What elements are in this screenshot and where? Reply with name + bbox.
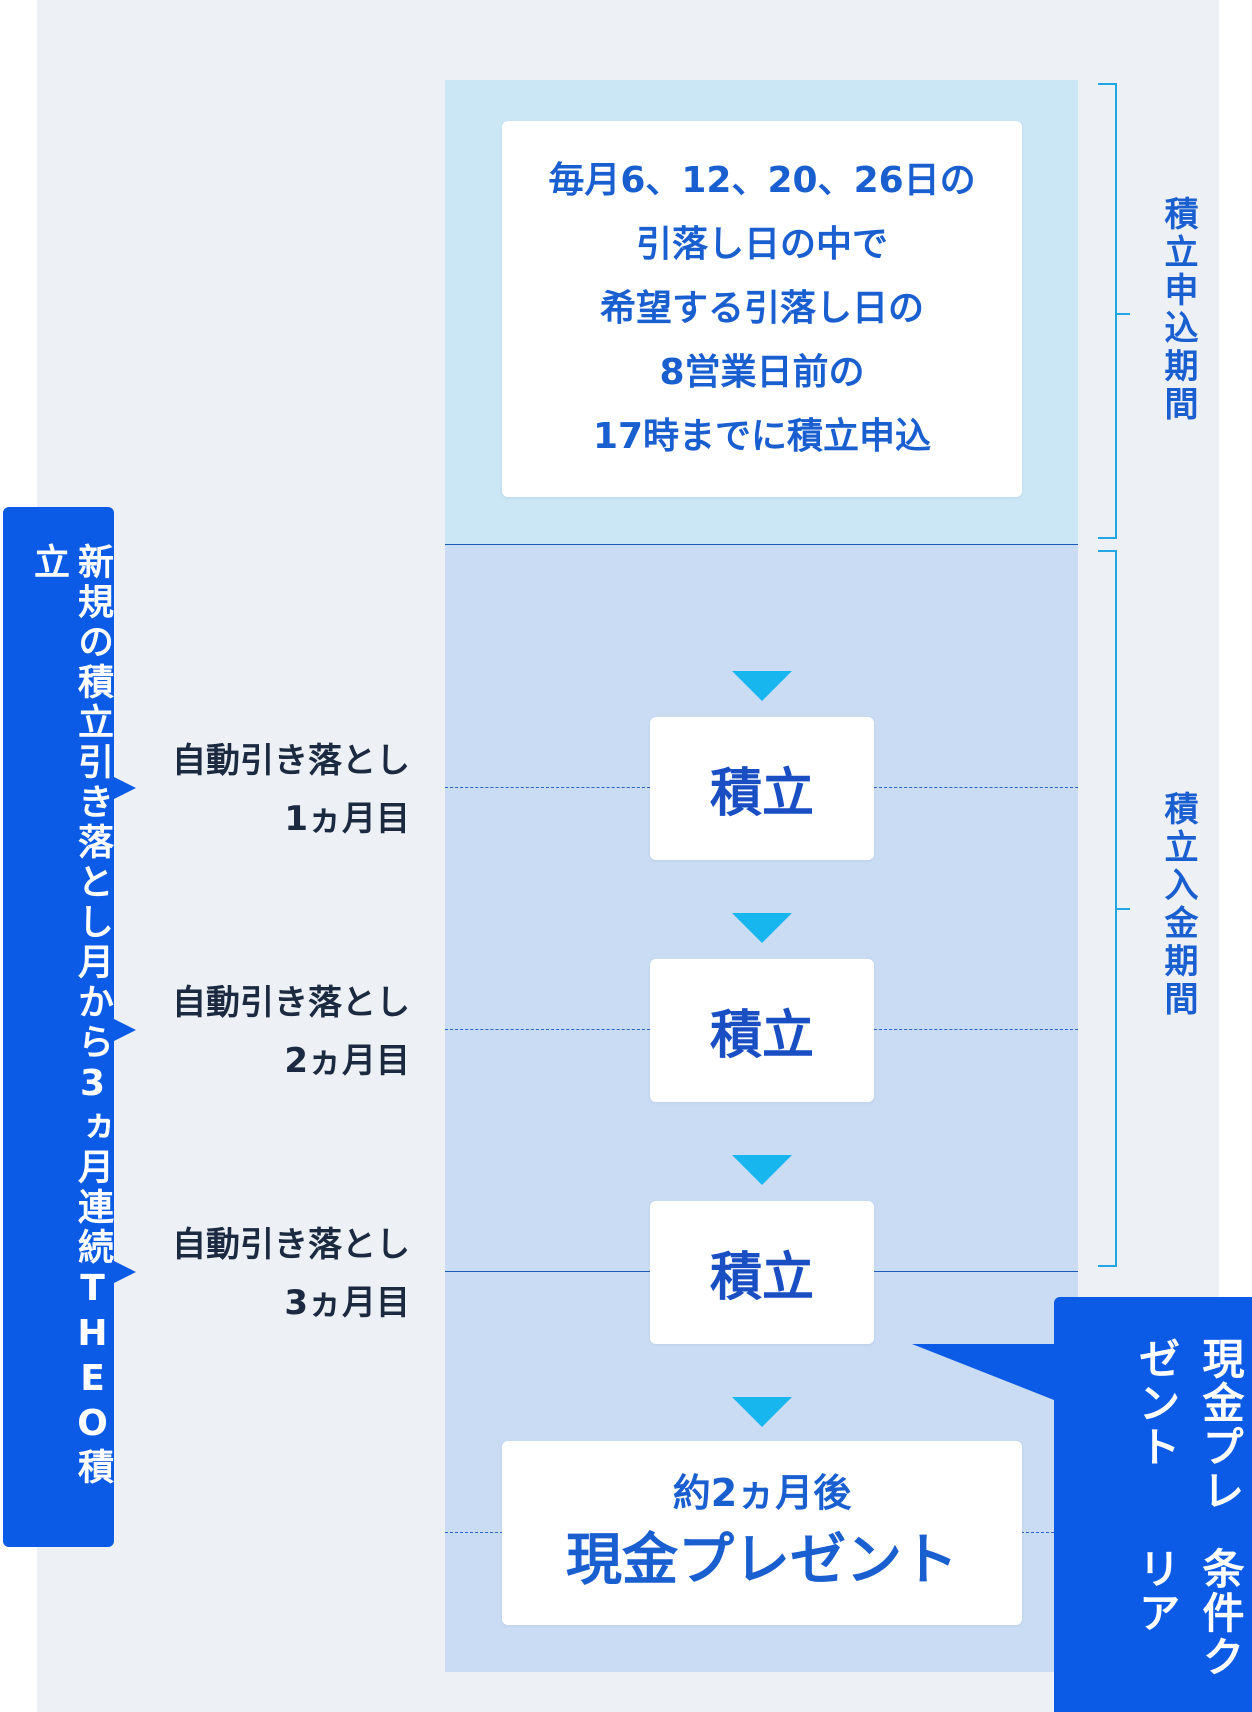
cash-present-card: 約2ヵ月後 現金プレゼント <box>502 1441 1022 1625</box>
month-1-connector-left <box>445 787 650 788</box>
flow-arrow-down-icon <box>732 1155 792 1185</box>
application-period-label: 積立申込期間 <box>1158 196 1198 424</box>
application-info-line: 8営業日前の <box>659 352 865 393</box>
deposit-step-card: 積立 <box>650 717 874 860</box>
month-label-line2: 3ヵ月目 <box>284 1283 410 1323</box>
cash-present-condition-callout: 現金プレゼント 条件クリア <box>1054 1297 1252 1712</box>
month-2-connector-right <box>874 1029 1078 1030</box>
month-2-connector-left <box>445 1029 650 1030</box>
flow-arrow-down-icon <box>732 913 792 943</box>
banner-pointer-icon <box>112 1260 136 1284</box>
month-label-line1: 自動引き落とし <box>172 741 410 781</box>
month-1-connector-right <box>874 787 1078 788</box>
month-label-line1: 自動引き落とし <box>172 983 410 1023</box>
month-label: 自動引き落とし 2ヵ月目 <box>140 974 410 1090</box>
application-info-card: 毎月6、12、20、26日の 引落し日の中で 希望する引落し日の 8営業日前の … <box>502 121 1022 497</box>
month-label: 自動引き落とし 1ヵ月目 <box>140 732 410 848</box>
flow-arrow-down-icon <box>732 671 792 701</box>
deposit-step-card: 積立 <box>650 1201 874 1344</box>
consecutive-deposit-banner: 新規の積立引き落とし月から3ヵ月連続THEO積立 <box>3 507 114 1547</box>
application-info-line: 17時までに積立申込 <box>592 416 932 457</box>
deposit-step-label: 積立 <box>709 1006 814 1066</box>
cash-condition-text: 現金プレゼント 条件クリア <box>1054 1337 1252 1697</box>
cash-condition-line2: 条件クリア <box>1132 1547 1245 1679</box>
month-label: 自動引き落とし 3ヵ月目 <box>140 1216 410 1332</box>
application-info-line: 毎月6、12、20、26日の <box>548 160 976 201</box>
banner-text: 新規の積立引き落とし月から3ヵ月連続THEO積立 <box>28 543 113 1488</box>
deposit-period-label: 積立入金期間 <box>1158 791 1198 1019</box>
cash-condition-line1: 現金プレゼント <box>1132 1337 1245 1513</box>
deposit-step-label: 積立 <box>709 1248 814 1308</box>
application-info-line: 引落し日の中で <box>635 224 888 265</box>
month-label-line2: 2ヵ月目 <box>284 1041 410 1081</box>
application-info-line: 希望する引落し日の <box>599 288 924 329</box>
banner-pointer-icon <box>112 1018 136 1042</box>
present-title: 現金プレゼント <box>566 1528 958 1593</box>
present-timing: 約2ヵ月後 <box>672 1471 852 1515</box>
deposit-step-label: 積立 <box>709 764 814 824</box>
month-label-line1: 自動引き落とし <box>172 1225 410 1265</box>
period-separator-line <box>445 544 1078 545</box>
banner-pointer-icon <box>112 776 136 800</box>
flow-arrow-down-icon <box>732 1397 792 1427</box>
deposit-step-card: 積立 <box>650 959 874 1102</box>
month-label-line2: 1ヵ月目 <box>284 799 410 839</box>
